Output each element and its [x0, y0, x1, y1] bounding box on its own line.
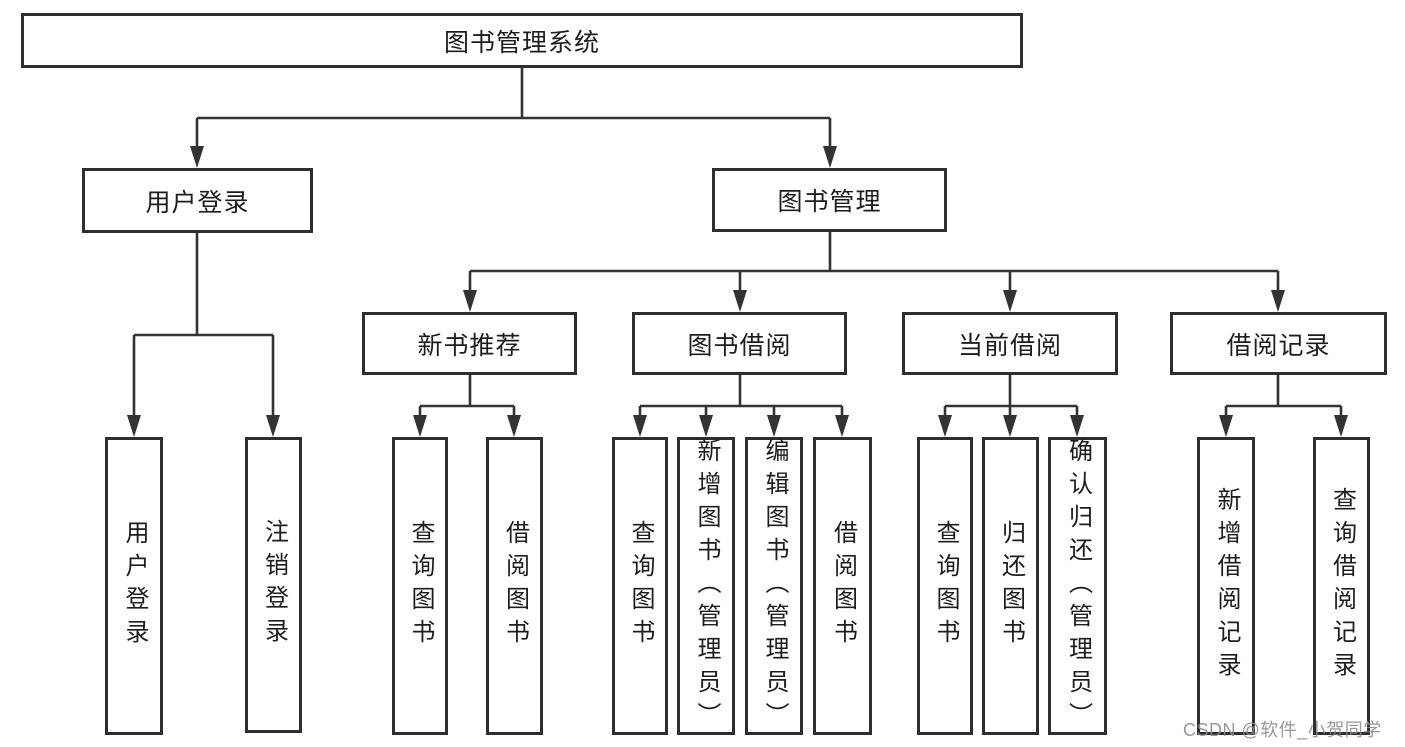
leaf-cb-return-books-label: 归还图书	[997, 520, 1025, 652]
leaf-logout: 注销登录	[245, 437, 302, 733]
arrowhead-icon	[938, 415, 952, 437]
arrowhead-icon	[1334, 415, 1348, 437]
node-book-management: 图书管理	[712, 168, 947, 232]
node-new-book-recommend-label: 新书推荐	[417, 331, 522, 360]
arrowhead-icon	[1219, 415, 1233, 437]
node-borrowing-records-label: 借阅记录	[1226, 331, 1331, 360]
leaf-cb-confirm-return-admin-label: 确认归还（管理员）	[1064, 437, 1092, 735]
node-book-borrowing: 图书借阅	[632, 312, 847, 375]
leaf-nbr-borrow-books-label: 借阅图书	[501, 520, 529, 652]
node-user-login-label: 用户登录	[145, 188, 250, 217]
arrowhead-icon	[1003, 290, 1017, 312]
node-borrowing-records: 借阅记录	[1170, 312, 1387, 375]
arrowhead-icon	[733, 290, 747, 312]
leaf-nbr-borrow-books: 借阅图书	[486, 437, 543, 735]
leaf-cb-confirm-return-admin: 确认归还（管理员）	[1048, 437, 1107, 735]
arrowhead-icon	[413, 415, 427, 437]
leaf-bb-add-books-admin: 新增图书（管理员）	[677, 437, 735, 735]
leaf-cb-query-books-label: 查询图书	[932, 520, 959, 652]
leaf-logout-label: 注销登录	[260, 519, 288, 651]
arrowhead-icon	[507, 415, 521, 437]
arrowhead-icon	[767, 415, 781, 437]
arrowhead-icon	[190, 146, 204, 168]
leaf-cb-return-books: 归还图书	[982, 437, 1039, 735]
arrowhead-icon	[1070, 415, 1084, 437]
node-book-management-label: 图书管理	[777, 188, 882, 216]
arrowhead-icon	[1003, 415, 1017, 437]
arrowhead-icon	[463, 290, 477, 312]
arrowhead-icon	[1271, 290, 1285, 312]
node-current-borrowing-label: 当前借阅	[957, 331, 1062, 360]
leaf-user-login-label: 用户登录	[121, 520, 148, 652]
leaf-br-query-record-label: 查询借阅记录	[1328, 487, 1356, 685]
leaf-bb-borrow-books-label: 借阅图书	[829, 520, 857, 652]
connector-path	[132, 68, 1343, 418]
arrowhead-icon	[823, 146, 837, 168]
arrowhead-icon	[835, 415, 849, 437]
leaf-bb-edit-books-admin-label: 编辑图书（管理员）	[761, 437, 788, 735]
leaf-br-add-record: 新增借阅记录	[1197, 437, 1255, 735]
leaf-nbr-query-books-label: 查询图书	[407, 520, 434, 652]
node-library-management-system-label: 图书管理系统	[443, 28, 600, 57]
leaf-bb-query-books: 查询图书	[612, 437, 668, 735]
arrowhead-icon	[127, 415, 141, 437]
leaf-bb-query-books-label: 查询图书	[627, 520, 654, 652]
node-library-management-system: 图书管理系统	[21, 13, 1023, 68]
leaf-bb-add-books-admin-label: 新增图书（管理员）	[693, 437, 720, 735]
leaf-br-query-record: 查询借阅记录	[1313, 437, 1370, 735]
arrowhead-icon	[699, 415, 713, 437]
leaf-cb-query-books: 查询图书	[917, 437, 973, 735]
node-current-borrowing: 当前借阅	[902, 312, 1118, 375]
node-new-book-recommend: 新书推荐	[362, 312, 577, 375]
leaf-user-login: 用户登录	[105, 437, 163, 735]
arrowhead-icon	[266, 415, 280, 437]
leaf-nbr-query-books: 查询图书	[392, 437, 448, 735]
leaf-bb-borrow-books: 借阅图书	[813, 437, 872, 735]
node-user-login: 用户登录	[82, 168, 313, 233]
arrowhead-icon	[633, 415, 647, 437]
node-book-borrowing-label: 图书借阅	[687, 331, 792, 360]
csdn-watermark: CSDN @软件_小贺同学	[1183, 720, 1382, 740]
leaf-br-add-record-label: 新增借阅记录	[1213, 487, 1240, 685]
leaf-bb-edit-books-admin: 编辑图书（管理员）	[745, 437, 803, 735]
